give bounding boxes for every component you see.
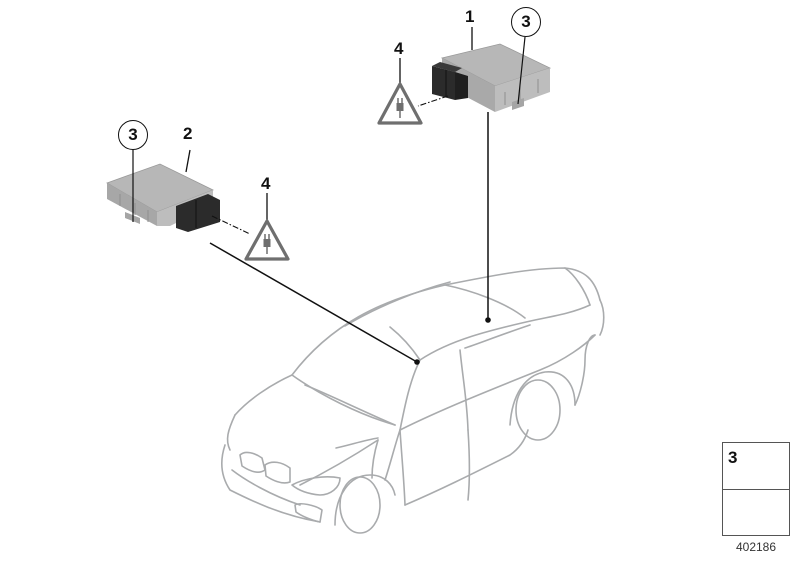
callout-3-leader-top	[517, 36, 526, 105]
callout-2-leader	[185, 149, 191, 173]
callout-part-4-top[interactable]: 4	[394, 39, 404, 58]
leader-lines	[209, 112, 489, 363]
callout-part-4-left[interactable]: 4	[261, 174, 271, 193]
connector-warning-icon-left	[244, 193, 290, 261]
attach-point-1	[485, 317, 491, 323]
legend-item-nut[interactable]: 3	[723, 443, 789, 490]
connector-link-2	[211, 215, 251, 235]
callout-part-1[interactable]: 1	[465, 7, 475, 26]
vehicle-outline	[220, 267, 605, 534]
connector-link-1	[417, 95, 449, 107]
control-module-1[interactable]	[432, 43, 552, 112]
callout-part-3-left[interactable]: 3	[118, 120, 148, 150]
connector-warning-icon-top	[377, 58, 423, 125]
callout-part-3-top[interactable]: 3	[511, 7, 541, 37]
legend-item-number: 3	[728, 448, 738, 467]
attach-point-2	[414, 359, 420, 365]
callout-part-2[interactable]: 2	[183, 124, 193, 143]
callout-label: 3	[521, 12, 531, 31]
hardware-legend-box: 3	[722, 442, 790, 536]
callout-label: 3	[128, 125, 138, 144]
control-module-2[interactable]	[106, 163, 220, 232]
diagram-id: 402186	[735, 540, 777, 554]
